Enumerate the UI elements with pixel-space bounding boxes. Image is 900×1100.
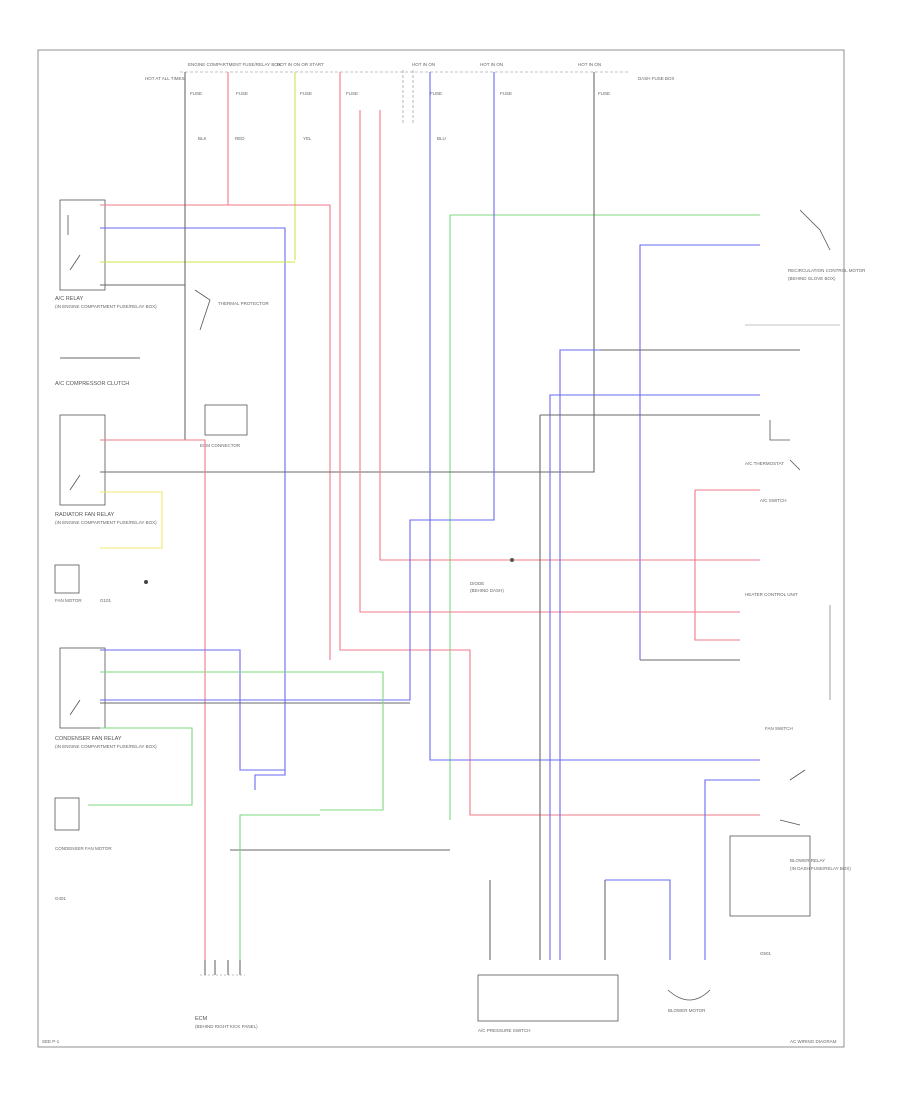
wire-yellow bbox=[100, 491, 163, 549]
thermal-protector bbox=[194, 289, 211, 331]
footer-right: AC WIRING DIAGRAM bbox=[790, 1039, 837, 1044]
ecm-label: ECM bbox=[195, 1016, 208, 1022]
label-hot-in-on-2: HOT IN ON bbox=[480, 62, 503, 67]
recirc-sub: (BEHIND GLOVE BOX) bbox=[788, 276, 836, 281]
recirc-control-motor-label: RECIRCULATION CONTROL MOTOR bbox=[788, 268, 866, 273]
wire-label-red-1: RED bbox=[235, 136, 245, 141]
radiator-fan-relay-switch bbox=[69, 474, 81, 491]
wire-blue-blower-2 bbox=[605, 879, 671, 960]
fuse-label-c: FUSE bbox=[300, 91, 312, 96]
fuse-label-f: FUSE bbox=[500, 91, 512, 96]
label-dash-fuse-box: DASH FUSE BOX bbox=[638, 76, 675, 81]
wire-blue-mid-2 bbox=[100, 170, 495, 701]
wire-label-yel-1: YEL bbox=[303, 136, 312, 141]
wire-green-lower-2 bbox=[88, 727, 193, 806]
label-hot-in-on-1: HOT IN ON bbox=[412, 62, 435, 67]
blower-relay-label: BLOWER RELAY bbox=[790, 858, 825, 863]
wire-red-diode bbox=[379, 155, 760, 561]
ecm-connector-box bbox=[204, 404, 248, 436]
label-hot-at-all-times: HOT AT ALL TIMES bbox=[145, 76, 185, 81]
condenser-fan-relay-sub: (IN ENGINE COMPARTMENT FUSE/RELAY BOX) bbox=[55, 744, 157, 749]
label-engine-fuse-top: ENGINE COMPARTMENT FUSE/RELAY BOX bbox=[188, 62, 281, 67]
ac-compressor-clutch-label: A/C COMPRESSOR CLUTCH bbox=[55, 381, 129, 387]
wire-blue-blower bbox=[704, 779, 760, 960]
wire-blue-hcu-2 bbox=[549, 394, 760, 960]
wire-black-mid bbox=[100, 170, 595, 473]
wire-blue-right bbox=[639, 244, 760, 660]
ac-switch-symbol bbox=[769, 420, 801, 471]
footer-left: SEE P-1 bbox=[42, 1039, 60, 1044]
wire-green-lower-1 bbox=[100, 671, 384, 811]
wire-green-lower-3 bbox=[239, 814, 320, 960]
fuse-label-d: FUSE bbox=[346, 91, 358, 96]
wire-black-right-1 bbox=[539, 414, 760, 960]
ac-relay-switch bbox=[67, 215, 81, 271]
g101-label: G101 bbox=[100, 598, 112, 603]
ac-relay-sub: (IN ENGINE COMPARTMENT FUSE/RELAY BOX) bbox=[55, 304, 157, 309]
diode-symbol bbox=[510, 558, 514, 562]
wire-blue-ecm bbox=[100, 649, 285, 771]
fan-motor-box bbox=[54, 564, 80, 594]
wire-label-blk-1: BLK bbox=[198, 136, 207, 141]
label-hot-in-on-3: HOT IN ON bbox=[578, 62, 601, 67]
diode-label: DIODE bbox=[470, 581, 484, 586]
wire-label-blu-1: BLU bbox=[437, 136, 446, 141]
ac-thermostat-label: A/C THERMOSTAT bbox=[745, 461, 784, 466]
ac-pressure-switch-label: A/C PRESSURE SWITCH bbox=[478, 1028, 531, 1033]
wire-red-hcu bbox=[359, 155, 740, 613]
condenser-fan-motor-label: CONDENSER FAN MOTOR bbox=[55, 846, 112, 851]
condenser-fan-relay-box bbox=[59, 647, 106, 729]
condenser-fan-relay-label: CONDENSER FAN RELAY bbox=[55, 736, 122, 742]
fuse-label-e: FUSE bbox=[430, 91, 442, 96]
fuse-label-b: FUSE bbox=[236, 91, 248, 96]
condenser-fan-motor-box bbox=[54, 797, 80, 831]
g501-label: G501 bbox=[760, 951, 772, 956]
heater-control-unit-label: HEATER CONTROL UNIT bbox=[745, 592, 798, 597]
radiator-fan-relay-label: RADIATOR FAN RELAY bbox=[55, 512, 115, 518]
blower-relay-symbol bbox=[779, 769, 806, 826]
ac-pressure-switch-box bbox=[477, 974, 619, 1022]
recirc-motor-symbol bbox=[799, 209, 831, 251]
ecm-connector-label: ECM CONNECTOR bbox=[200, 443, 241, 448]
g401-label: G401 bbox=[55, 896, 67, 901]
ground-g101 bbox=[144, 580, 148, 584]
thermal-protector-label: THERMAL PROTECTOR bbox=[218, 301, 270, 306]
wire-red-blower bbox=[339, 155, 760, 816]
wire-blue-top bbox=[100, 227, 286, 790]
label-hot-in-on-start: HOT IN ON OR START bbox=[277, 62, 324, 67]
wire-red-top bbox=[100, 204, 331, 660]
ac-switch-label: A/C SWITCH bbox=[760, 498, 787, 503]
wire-blue-mid-1 bbox=[429, 170, 760, 761]
wire-red-ecm bbox=[100, 439, 206, 960]
blower-motor-symbol bbox=[667, 989, 711, 1001]
blower-motor-label: BLOWER MOTOR bbox=[668, 1008, 706, 1013]
diagram-frame bbox=[37, 49, 845, 1048]
fuse-label-g: FUSE bbox=[598, 91, 610, 96]
blower-relay-box bbox=[729, 835, 811, 917]
fan-switch-label: FAN SWITCH bbox=[765, 726, 793, 731]
radiator-fan-relay-box bbox=[59, 414, 106, 506]
ac-relay-box bbox=[59, 199, 106, 291]
radiator-fan-relay-sub: (IN ENGINE COMPARTMENT FUSE/RELAY BOX) bbox=[55, 520, 157, 525]
wire-ecm-pins bbox=[204, 960, 241, 975]
wire-red-right bbox=[694, 489, 760, 641]
diode-sub: (BEHIND DASH) bbox=[470, 588, 504, 593]
blower-relay-sub: (IN DASH FUSE/RELAY BOX) bbox=[790, 866, 851, 871]
fuse-label-a: FUSE bbox=[190, 91, 202, 96]
fan-motor-label: FAN MOTOR bbox=[55, 598, 82, 603]
ac-relay-label: A/C RELAY bbox=[55, 296, 84, 302]
condenser-fan-relay-switch bbox=[69, 699, 81, 716]
ecm-sub: (BEHIND RIGHT KICK PANEL) bbox=[195, 1024, 258, 1029]
